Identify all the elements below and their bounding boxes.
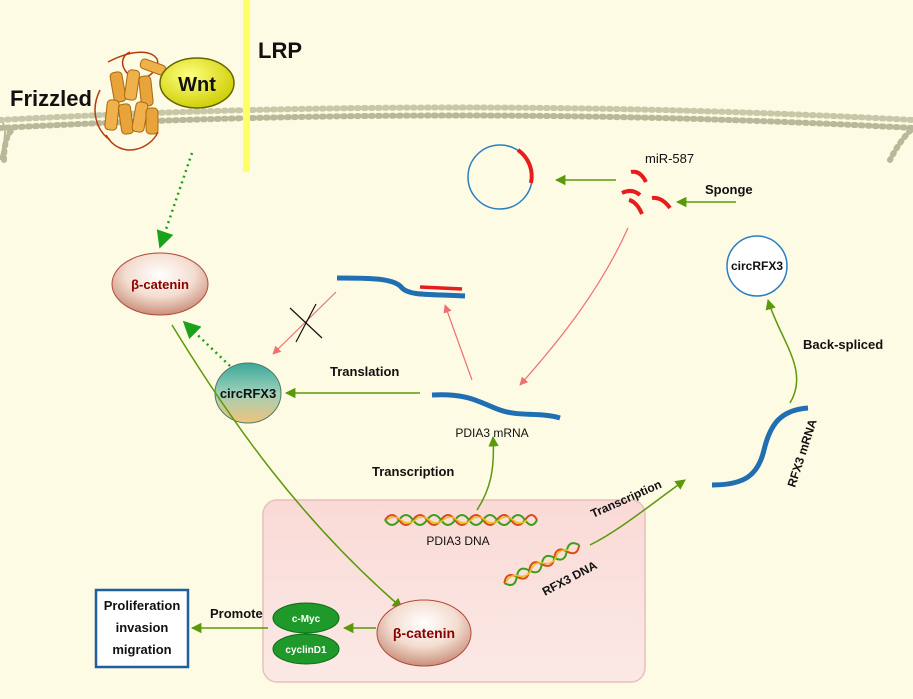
frizzled-receptor bbox=[94, 51, 167, 151]
promote-label: Promote bbox=[210, 606, 263, 621]
translation-label: Translation bbox=[330, 364, 399, 379]
rfx3-mrna bbox=[711, 405, 809, 488]
rfx3-dna-helix bbox=[503, 542, 581, 586]
mir587-strands bbox=[621, 169, 672, 215]
cmyc-gene bbox=[272, 602, 340, 634]
sponge-label: Sponge bbox=[705, 182, 753, 197]
wnt-to-catenin-arrow bbox=[156, 152, 194, 249]
lrp-label: LRP bbox=[258, 38, 302, 63]
wnt-label: Wnt bbox=[178, 74, 216, 96]
bound-mir587 bbox=[419, 285, 463, 291]
mir587-label: miR-587 bbox=[645, 151, 694, 166]
pdia3-transcription-label: Transcription bbox=[372, 464, 454, 479]
mrna-to-silencing-arrow bbox=[443, 304, 473, 381]
outcome-migration: migration bbox=[112, 642, 171, 657]
circrfx3-ring bbox=[726, 235, 788, 297]
beta-catenin-cytoplasm bbox=[111, 252, 209, 316]
outcome-invasion: invasion bbox=[116, 620, 169, 635]
outcome-box bbox=[94, 588, 190, 669]
back-splice-arrow bbox=[765, 298, 798, 404]
blocked-translation-arrow bbox=[272, 291, 337, 355]
pdia3-transcription-arrow bbox=[476, 435, 499, 511]
beta-catenin-cytoplasm-label: β-catenin bbox=[131, 277, 189, 292]
rfx3-mrna-label: RFX3 mRNA bbox=[785, 417, 820, 489]
pdia3-mrna-label: PDIA3 mRNA bbox=[455, 426, 528, 440]
pdia3-mrna bbox=[431, 392, 561, 421]
block-cross-b bbox=[295, 303, 317, 343]
back-spliced-label: Back-spliced bbox=[803, 337, 883, 352]
frizzled-label: Frizzled bbox=[10, 86, 92, 111]
cmyc-label: c-Myc bbox=[292, 614, 321, 625]
cyclind1-label: cyclinD1 bbox=[285, 645, 327, 656]
nucleus bbox=[262, 499, 646, 683]
cyclind1-gene bbox=[272, 633, 340, 665]
beta-catenin-nucleus-label: β-catenin bbox=[393, 625, 455, 641]
outcome-proliferation: Proliferation bbox=[104, 598, 181, 613]
circrfx3-to-catenin-arrow bbox=[182, 320, 231, 367]
circrfx3-protein-label: circRFX3 bbox=[220, 386, 276, 401]
cell-membrane bbox=[0, 104, 913, 163]
pdia3-dna-helix bbox=[384, 514, 538, 526]
wnt-ligand bbox=[159, 57, 235, 109]
pdia3-dna-label: PDIA3 DNA bbox=[426, 534, 489, 548]
mir587-to-pdia3-arrow bbox=[519, 227, 629, 386]
ring-bound-mirna bbox=[516, 148, 534, 184]
catenin-to-nucleus-arrow bbox=[171, 324, 403, 609]
blocked-mrna bbox=[336, 275, 466, 299]
lrp-receptor bbox=[243, 0, 250, 172]
rfx3-transcription-arrow bbox=[589, 479, 686, 546]
circrfx3-ring-label: circRFX3 bbox=[731, 259, 783, 273]
beta-catenin-nucleus bbox=[376, 599, 472, 667]
